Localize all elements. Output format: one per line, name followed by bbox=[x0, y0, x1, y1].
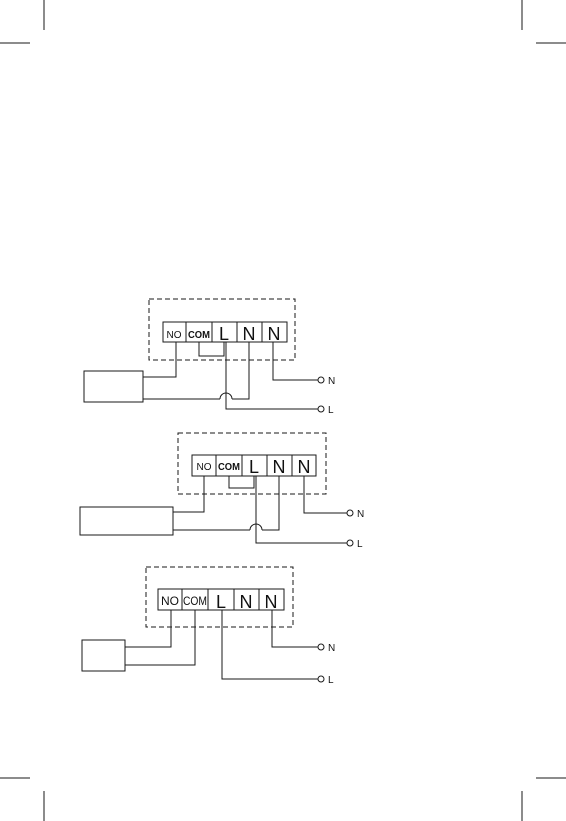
wiring-diagram-2 bbox=[80, 433, 353, 546]
load-device bbox=[80, 507, 173, 535]
terminal-label-n: N bbox=[273, 457, 286, 477]
supply-label-live: L bbox=[357, 539, 363, 550]
supply-label-live: L bbox=[328, 675, 334, 686]
wiring-diagram-3 bbox=[82, 567, 324, 682]
terminal-label-com: COM bbox=[188, 330, 210, 341]
terminal-label-n: N bbox=[240, 592, 253, 612]
wiring-diagram-1-labels: NO COM L N N N L bbox=[167, 324, 336, 416]
wiring-diagram-3-labels: NO COM L N N N L bbox=[161, 592, 335, 686]
live-terminal-point bbox=[318, 406, 324, 412]
terminal-label-n: N bbox=[298, 457, 311, 477]
wire-live-supply bbox=[256, 476, 347, 543]
live-terminal-point bbox=[318, 676, 324, 682]
wire-return-to-n bbox=[232, 342, 249, 399]
wire-live-supply bbox=[222, 610, 318, 679]
wire-return-to-n bbox=[262, 476, 279, 530]
terminal-label-n: N bbox=[268, 324, 281, 344]
wire-no-to-load bbox=[125, 610, 171, 647]
supply-label-neutral: N bbox=[357, 509, 364, 520]
terminal-label-no: NO bbox=[197, 462, 212, 473]
supply-label-neutral: N bbox=[328, 376, 335, 387]
terminal-label-l: L bbox=[219, 324, 229, 344]
wire-neutral-supply bbox=[272, 610, 318, 647]
terminal-label-l: L bbox=[216, 592, 226, 612]
terminal-label-com: COM bbox=[218, 462, 240, 473]
terminal-label-com: COM bbox=[183, 594, 207, 608]
load-device bbox=[84, 371, 143, 402]
terminal-label-n: N bbox=[243, 324, 256, 344]
terminal-label-n: N bbox=[265, 592, 278, 612]
load-device bbox=[82, 640, 125, 671]
wiring-diagram-2-labels: NO COM L N N N L bbox=[197, 457, 365, 550]
terminal-label-no: NO bbox=[161, 594, 179, 608]
terminal-label-l: L bbox=[249, 457, 259, 477]
live-terminal-point bbox=[347, 540, 353, 546]
com-l-jumper bbox=[199, 342, 224, 356]
terminal-label-no: NO bbox=[167, 330, 182, 341]
com-l-jumper bbox=[229, 476, 254, 488]
neutral-terminal-point bbox=[347, 510, 353, 516]
neutral-terminal-point bbox=[318, 644, 324, 650]
supply-label-live: L bbox=[328, 405, 334, 416]
neutral-terminal-point bbox=[318, 377, 324, 383]
wiring-diagram-1 bbox=[84, 299, 324, 412]
wire-com-to-load bbox=[125, 610, 195, 665]
supply-label-neutral: N bbox=[328, 643, 335, 654]
